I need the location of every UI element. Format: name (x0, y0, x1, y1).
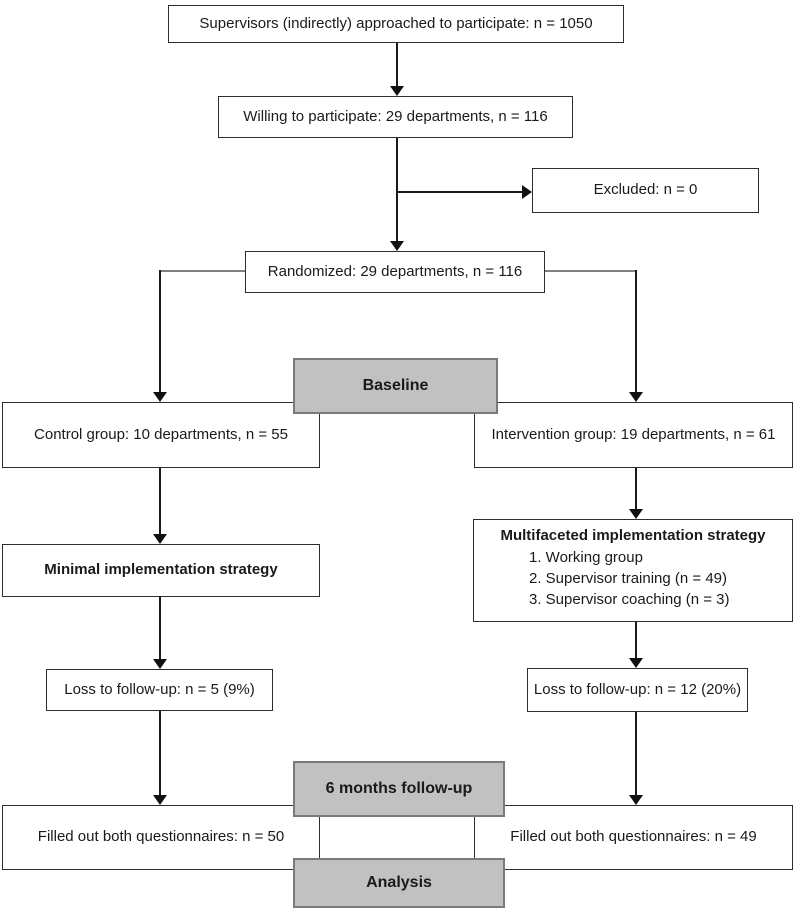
line-branch-to-excluded (397, 191, 523, 193)
line-minimal-to-loss (159, 597, 161, 661)
node-multifaceted-strategy-title: Multifaceted implementation strategy (500, 527, 766, 544)
node-willing: Willing to participate: 29 departments, … (218, 96, 573, 138)
stage-baseline: Baseline (293, 358, 498, 414)
line-randomized-left (160, 270, 246, 272)
node-loss-control-label: Loss to follow-up: n = 5 (9%) (64, 680, 255, 698)
node-excluded-label: Excluded: n = 0 (593, 181, 698, 199)
stage-followup: 6 months follow-up (293, 761, 505, 817)
node-willing-label: Willing to participate: 29 departments, … (243, 107, 548, 125)
node-loss-control: Loss to follow-up: n = 5 (9%) (46, 669, 273, 711)
arrowhead-minimal-strategy (153, 534, 167, 544)
node-minimal-strategy: Minimal implementation strategy (2, 544, 320, 597)
arrowhead-control-group (153, 392, 167, 402)
line-to-control-group (159, 270, 161, 394)
arrowhead-loss-intervention (629, 658, 643, 668)
node-questionnaires-intervention: Filled out both questionnaires: n = 49 (474, 805, 793, 870)
arrowhead-multifaceted-strategy (629, 509, 643, 519)
line-to-intervention-group (635, 270, 637, 394)
multifaceted-item-1: 1. Working group (529, 549, 643, 566)
node-randomized: Randomized: 29 departments, n = 116 (245, 251, 545, 293)
node-questionnaires-control: Filled out both questionnaires: n = 50 (2, 805, 320, 870)
arrowhead-questionnaires-control (153, 795, 167, 805)
line-randomized-right (544, 270, 637, 272)
node-approached-label: Supervisors (indirectly) approached to p… (199, 14, 593, 32)
line-intervention-to-multifaceted (635, 468, 637, 511)
arrowhead-willing (390, 86, 404, 96)
line-multifaceted-to-loss (635, 622, 637, 660)
node-minimal-strategy-label: Minimal implementation strategy (44, 561, 278, 579)
node-questionnaires-intervention-label: Filled out both questionnaires: n = 49 (510, 828, 757, 846)
stage-analysis-label: Analysis (366, 874, 432, 891)
node-multifaceted-strategy: Multifaceted implementation strategy 1. … (473, 519, 793, 622)
node-control-group-label: Control group: 10 departments, n = 55 (34, 425, 288, 443)
arrowhead-randomized (390, 241, 404, 251)
node-intervention-group-label: Intervention group: 19 departments, n = … (491, 425, 776, 443)
line-approached-to-willing (396, 43, 398, 88)
node-loss-intervention: Loss to follow-up: n = 12 (20%) (527, 668, 748, 712)
line-loss-to-questionnaires-right (635, 712, 637, 797)
node-randomized-label: Randomized: 29 departments, n = 116 (267, 262, 523, 280)
arrowhead-excluded (522, 185, 532, 199)
arrowhead-intervention-group (629, 392, 643, 402)
node-control-group: Control group: 10 departments, n = 55 (2, 402, 320, 468)
multifaceted-item-3: 3. Supervisor coaching (n = 3) (529, 591, 730, 608)
arrowhead-loss-control (153, 659, 167, 669)
stage-analysis: Analysis (293, 858, 505, 908)
stage-baseline-label: Baseline (362, 377, 429, 394)
multifaceted-item-2: 2. Supervisor training (n = 49) (529, 570, 728, 587)
line-willing-to-randomized (396, 138, 398, 243)
node-excluded: Excluded: n = 0 (532, 168, 759, 213)
node-loss-intervention-label: Loss to follow-up: n = 12 (20%) (533, 680, 742, 698)
node-intervention-group: Intervention group: 19 departments, n = … (474, 402, 793, 468)
line-control-to-minimal (159, 468, 161, 536)
stage-followup-label: 6 months follow-up (325, 780, 473, 797)
line-loss-to-questionnaires-left (159, 711, 161, 797)
node-questionnaires-control-label: Filled out both questionnaires: n = 50 (37, 828, 285, 846)
node-approached: Supervisors (indirectly) approached to p… (168, 5, 624, 43)
arrowhead-questionnaires-intervention (629, 795, 643, 805)
